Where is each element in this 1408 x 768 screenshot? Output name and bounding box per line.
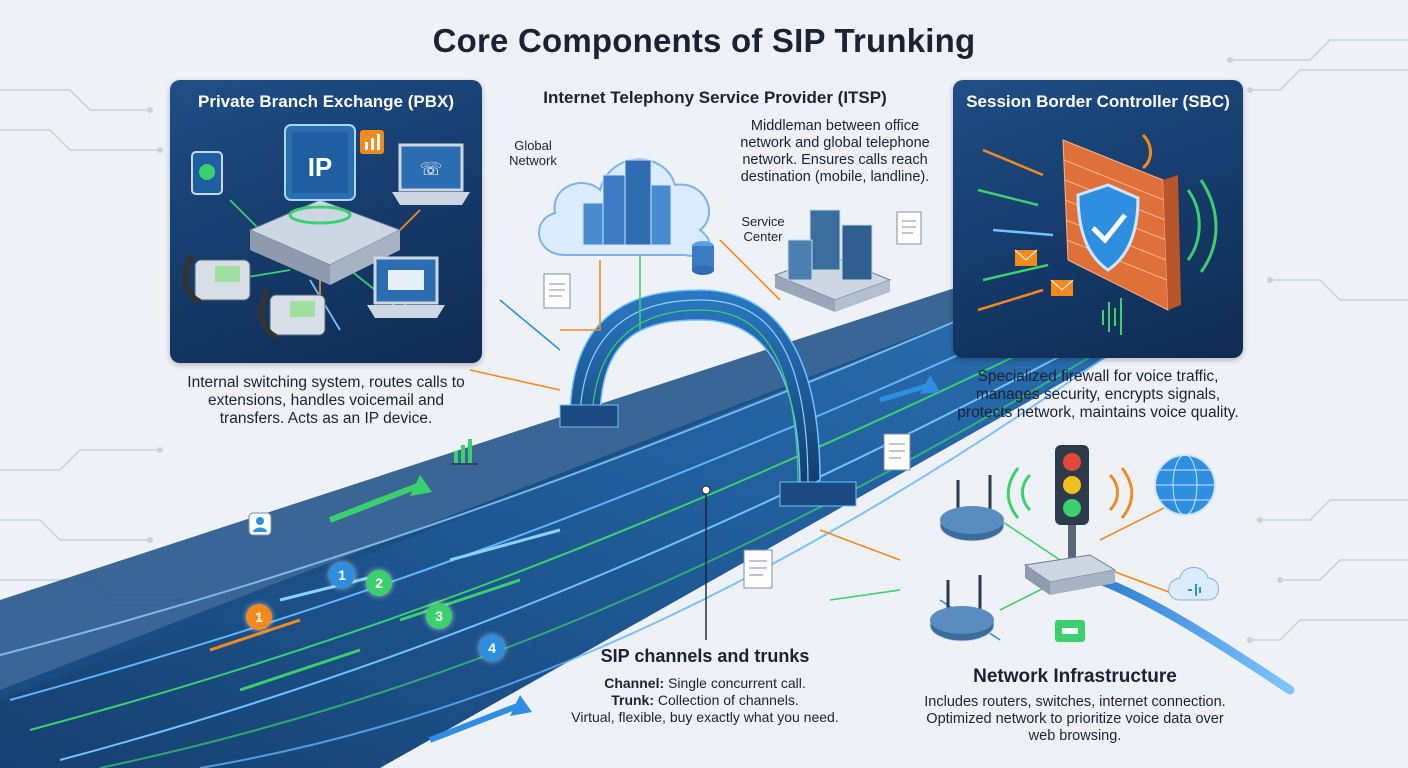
signal-wave-icon [1102,298,1122,335]
itsp-title: Internet Telephony Service Provider (ITS… [543,88,887,107]
trunk-definition: Trunk: Collection of channels. [530,692,880,709]
traffic-light-icon [1055,445,1089,560]
network-caption-line: web browsing. [1028,728,1122,744]
pbx-caption-line: Internal switching system, routes calls … [187,374,465,391]
building-icon [582,159,672,246]
network-caption-line: Includes routers, switches, internet con… [924,694,1226,710]
network-caption: Includes routers, switches, internet con… [880,694,1270,745]
sbc-caption-line: protects network, maintains voice qualit… [957,404,1239,421]
document-icon [743,549,773,589]
channel-number-badge: 2 [366,570,392,596]
user-icon [248,512,272,536]
sip-heading: SIP channels and trunks [600,646,810,666]
document-icon [543,273,571,309]
network-caption-line: Optimized network to prioritize voice da… [926,711,1224,727]
lane-lines [0,284,1116,768]
network-cable [1095,575,1295,695]
bridge [559,289,857,640]
pbx-caption-line: transfers. Acts as an IP device. [219,410,433,427]
channel-number-badge: 1 [246,604,272,630]
service-center-label-line: Center [743,229,783,244]
switch-icon [1023,554,1117,595]
global-network-label-line: Global [514,138,552,153]
itsp-caption-line: Middleman between office [750,118,920,134]
network-illustration [929,445,1219,642]
channel-number-badge: 4 [479,635,505,661]
global-network-label: Global Network [500,138,566,168]
sbc-caption-line: Specialized firewall for voice traffic, [977,368,1219,385]
pbx-caption-line: extensions, handles voicemail and [207,392,445,409]
pbx-title: Private Branch Exchange (PBX) [197,92,455,111]
svg-text:☏: ☏ [420,159,443,179]
channel-term: Channel: [604,675,665,691]
itsp-caption-line: destination (mobile, landline). [740,169,930,185]
sbc-caption: Specialized firewall for voice traffic, … [930,368,1266,422]
pbx-panel: Private Branch Exchange (PBX) IP [170,80,482,363]
sbc-caption-line: manages security, encrypts signals, [975,386,1221,403]
desk-phone-icon [182,253,251,305]
channel-number-badge: 3 [426,603,452,629]
switch-port-icon [1055,620,1085,642]
envelope-icon [1014,249,1074,296]
shield-check-icon [1076,183,1140,272]
page-title: Core Components of SIP Trunking [432,22,976,59]
flow-arrows [209,382,931,743]
server-rack-icon [773,209,892,312]
sip-road [0,280,1120,768]
sip-caption: Channel: Single concurrent call. Trunk: … [530,675,880,726]
tablet-icon [191,151,223,195]
itsp-caption: Middleman between office network and glo… [718,118,952,186]
document-icon [883,433,911,471]
router-icon [939,475,1005,542]
pbx-screen-text: IP [308,152,333,182]
document-icon [896,211,922,245]
sbc-illustration [977,133,1218,335]
channel-definition: Channel: Single concurrent call. [530,675,880,692]
network-heading: Network Infrastructure [973,666,1177,687]
ip-pbx-box-icon: IP [248,124,402,285]
trunk-term: Trunk: [611,692,654,708]
global-network-label-line: Network [509,153,557,168]
globe-icon [1154,454,1216,516]
service-center-label-line: Service [741,214,785,229]
chart-icon [451,439,478,465]
sbc-title: Session Border Controller (SBC) [966,92,1230,111]
pbx-illustration: IP ☏ [182,124,470,340]
sip-note: Virtual, flexible, buy exactly what you … [571,709,839,725]
itsp-caption-line: network and global telephone [740,135,930,151]
sbc-panel: Session Border Controller (SBC) [953,80,1243,358]
channel-number-badge: 1 [329,562,355,588]
router-icon [929,575,995,642]
trunk-desc: Collection of channels. [654,692,799,708]
itsp-caption-line: network. Ensures calls reach [742,152,928,168]
desk-phone-icon [258,288,326,340]
service-center-label: Service Center [728,214,798,244]
cloud-audio-icon [1168,567,1219,601]
chart-icon [360,130,384,154]
pbx-caption: Internal switching system, routes calls … [160,374,492,428]
database-icon [692,241,714,275]
cloud-icon [538,158,711,257]
channel-desc: Single concurrent call. [664,675,806,691]
laptop-icon [367,256,445,318]
laptop-icon: ☏ [392,143,470,205]
